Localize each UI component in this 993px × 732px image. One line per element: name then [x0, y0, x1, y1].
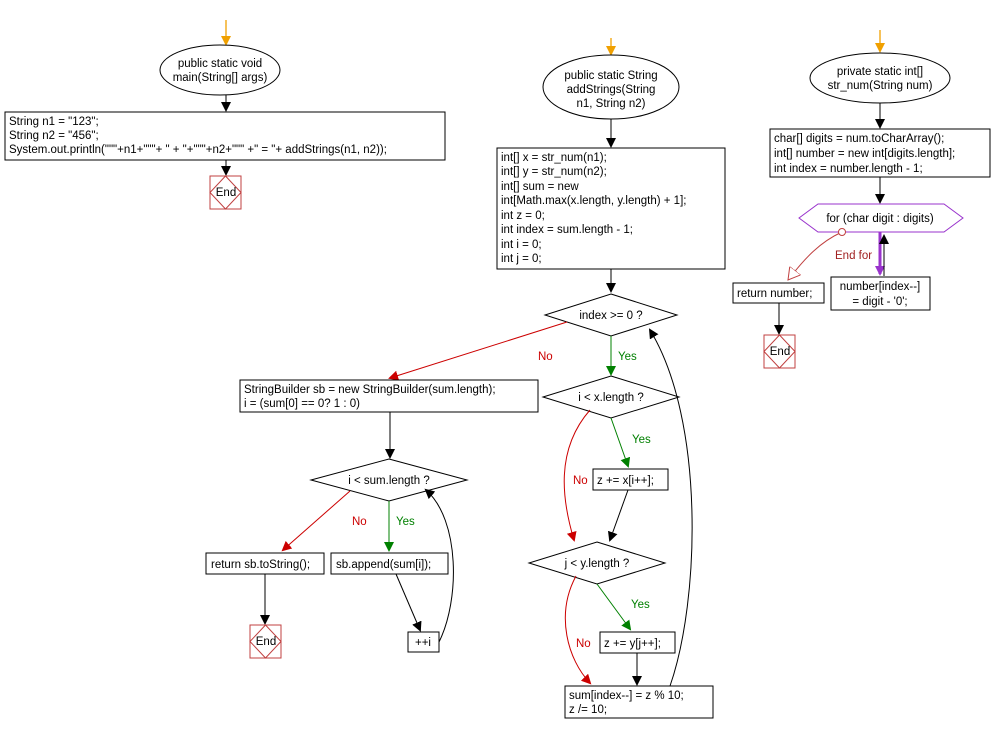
increment-label: ++i — [415, 637, 431, 649]
y-no-label: No — [576, 638, 591, 650]
y-statement-label: z += y[j++]; — [604, 638, 661, 650]
index-no-arrow — [388, 321, 568, 381]
x-yes-label: Yes — [632, 434, 651, 446]
sum-condition-label: i < sum.length ? — [348, 475, 430, 487]
add-init-box — [496, 147, 726, 270]
end-for-label: End for — [835, 250, 872, 262]
strnum-start-line-2: str_num(String num) — [828, 80, 933, 92]
strnum-start-node — [809, 52, 951, 104]
return-number-label: return number; — [737, 288, 812, 300]
x-statement-box — [592, 468, 669, 491]
y-no-arrow — [564, 575, 592, 685]
append-label: sb.append(sum[i]); — [336, 559, 431, 571]
main-start-node — [159, 44, 281, 96]
end-for-arrow — [788, 231, 843, 280]
y-condition-label: j < y.length ? — [564, 558, 630, 570]
index-loop-back-arrow — [648, 328, 693, 687]
end-for-origin-circle — [838, 228, 846, 236]
main-body-line-3: System.out.println("""+n1+"""+ " + "+"""… — [9, 144, 387, 156]
main-start-line-2: main(String[] args) — [173, 72, 268, 84]
sum-statement-line-2: z /= 10; — [569, 704, 607, 716]
sum-statement-line-1: sum[index--] = z % 10; — [569, 690, 684, 702]
add-start-line-2: addStrings(String — [567, 84, 656, 96]
strnum-init-line-3: int index = number.length - 1; — [774, 163, 923, 175]
add-init-line-7: int i = 0; — [501, 239, 542, 251]
sb-init-line-2: i = (sum[0] == 0? 1 : 0) — [244, 398, 360, 410]
strnum-start-line-1: private static int[] — [837, 66, 923, 78]
main-body-line-1: String n1 = "123"; — [9, 116, 99, 128]
addstrings-flow: public static String addStrings(String n… — [205, 38, 726, 719]
add-end-diamond — [249, 624, 282, 659]
main-flow: public static void main(String[] args) S… — [4, 20, 446, 210]
main-body-box — [4, 111, 446, 161]
strnum-init-box — [769, 128, 991, 178]
y-yes-label: Yes — [631, 599, 650, 611]
x-statement-label: z += x[i++]; — [597, 475, 654, 487]
add-start-line-3: n1, String n2) — [576, 98, 645, 110]
x-statement-arrow — [608, 489, 629, 542]
strnum-init-line-1: char[] digits = num.toCharArray(); — [774, 133, 944, 145]
for-body-line-2: = digit - '0'; — [852, 296, 907, 308]
add-start-line-1: public static String — [564, 70, 657, 82]
for-loop-hexagon — [798, 203, 964, 233]
sum-statement-box — [564, 685, 714, 719]
append-box — [330, 552, 449, 575]
add-init-line-3: int[] sum = new — [501, 181, 579, 193]
add-init-line-5: int z = 0; — [501, 210, 545, 222]
index-condition-label: index >= 0 ? — [579, 310, 642, 322]
sum-loop-back-arrow — [424, 488, 454, 643]
add-end-label: End — [256, 636, 276, 648]
return-sb-label: return sb.toString(); — [211, 559, 310, 571]
strnum-end-label: End — [770, 346, 790, 358]
add-init-line-8: int j = 0; — [501, 253, 542, 265]
x-condition-label: i < x.length ? — [578, 392, 644, 404]
sb-init-line-1: StringBuilder sb = new StringBuilder(sum… — [244, 384, 496, 396]
main-start-line-1: public static void — [178, 58, 262, 70]
main-body-line-2: String n2 = "456"; — [9, 130, 99, 142]
x-no-label: No — [573, 475, 588, 487]
main-end-label: End — [216, 187, 236, 199]
y-yes-arrow — [596, 583, 632, 631]
sb-init-box — [239, 379, 539, 413]
strnum-flow: private static int[] str_num(String num)… — [732, 30, 991, 369]
append-arrow — [395, 573, 422, 632]
main-end-diamond — [209, 175, 242, 210]
x-yes-arrow — [610, 417, 631, 468]
add-init-line-4: int[Math.max(x.length, y.length) + 1]; — [501, 195, 686, 207]
strnum-init-line-2: int[] number = new int[digits.length]; — [774, 148, 955, 160]
x-no-arrow — [563, 409, 591, 542]
add-init-line-6: int index = sum.length - 1; — [501, 224, 633, 236]
index-no-label: No — [538, 351, 553, 363]
sum-no-label: No — [352, 516, 367, 528]
sum-no-arrow — [281, 490, 351, 552]
for-body-box — [830, 276, 931, 311]
strnum-end-diamond — [763, 334, 796, 369]
for-loop-label: for (char digit : digits) — [826, 213, 934, 225]
index-yes-label: Yes — [618, 351, 637, 363]
sum-yes-label: Yes — [396, 516, 415, 528]
for-body-line-1: number[index--] — [840, 281, 921, 293]
add-init-line-1: int[] x = str_num(n1); — [501, 152, 607, 164]
add-init-line-2: int[] y = str_num(n2); — [501, 166, 607, 178]
